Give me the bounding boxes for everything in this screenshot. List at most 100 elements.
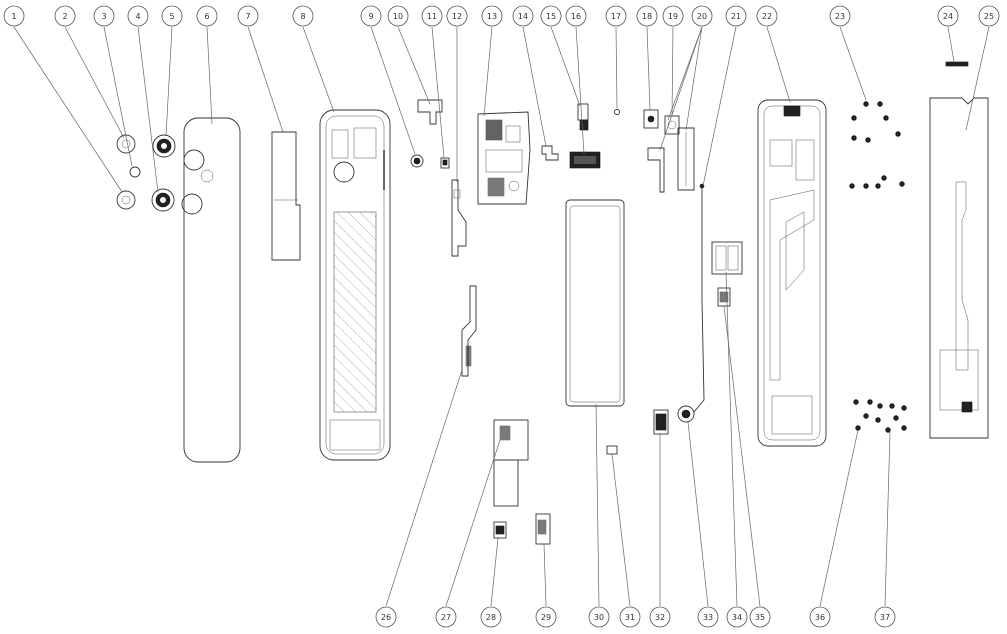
callout-circle xyxy=(749,606,771,628)
callout-circle xyxy=(512,5,534,27)
vibration-component-part xyxy=(643,109,659,129)
callout-24: 24 xyxy=(937,5,959,27)
callout-number: 32 xyxy=(655,613,665,622)
callout-number: 26 xyxy=(381,613,391,622)
callout-circle xyxy=(619,606,641,628)
callout-number: 4 xyxy=(135,12,140,21)
callout-circle xyxy=(565,5,587,27)
callout-number: 28 xyxy=(486,613,496,622)
callout-21: 21 xyxy=(725,5,747,27)
parts-layer xyxy=(116,61,989,545)
callout-15: 15 xyxy=(540,5,562,27)
bracket-part xyxy=(417,99,443,125)
motor-part xyxy=(677,405,695,423)
callout-circle xyxy=(605,5,627,27)
inner-frame-part xyxy=(757,99,827,447)
callout-number: 19 xyxy=(668,12,678,21)
leader-lines xyxy=(13,26,990,607)
callout-number: 10 xyxy=(393,12,403,21)
callout-11: 11 xyxy=(421,5,443,27)
callout-13: 13 xyxy=(481,5,503,27)
callout-circle xyxy=(3,5,25,27)
callout-number: 1 xyxy=(11,12,16,21)
callout-circle xyxy=(161,5,183,27)
callout-circle xyxy=(421,5,443,27)
callout-3: 3 xyxy=(93,5,115,27)
callout-8: 8 xyxy=(292,5,314,27)
screws-bottom-part xyxy=(853,399,907,433)
callout-circle xyxy=(697,606,719,628)
callout-23: 23 xyxy=(829,5,851,27)
callout-22: 22 xyxy=(756,5,778,27)
speaker-module-part xyxy=(569,151,601,169)
callout-number: 18 xyxy=(642,12,652,21)
flex-cable-part xyxy=(647,127,695,193)
callout-number: 24 xyxy=(943,12,953,21)
callout-circle xyxy=(237,5,259,27)
callout-31: 31 xyxy=(619,606,641,628)
battery-part xyxy=(565,199,625,407)
callout-circle xyxy=(725,5,747,27)
callout-28: 28 xyxy=(480,606,502,628)
sim-tray-part xyxy=(711,241,743,275)
callout-20: 20 xyxy=(691,5,713,27)
callout-number: 20 xyxy=(697,12,707,21)
callout-16: 16 xyxy=(565,5,587,27)
callout-6: 6 xyxy=(196,5,218,27)
callout-number: 35 xyxy=(755,613,765,622)
small-component-part xyxy=(577,103,589,131)
callout-circle xyxy=(535,606,557,628)
callout-7: 7 xyxy=(237,5,259,27)
callout-10: 10 xyxy=(387,5,409,27)
callout-number: 21 xyxy=(731,12,741,21)
callout-circle xyxy=(874,606,896,628)
callout-circle xyxy=(360,5,382,27)
callout-circle xyxy=(196,5,218,27)
callout-number: 33 xyxy=(703,613,713,622)
callout-circle xyxy=(636,5,658,27)
callout-number: 30 xyxy=(594,613,604,622)
callout-number: 13 xyxy=(487,12,497,21)
callout-34: 34 xyxy=(726,606,748,628)
callout-circle xyxy=(446,5,468,27)
callout-9: 9 xyxy=(360,5,382,27)
callout-36: 36 xyxy=(809,606,831,628)
earpiece-part xyxy=(664,115,680,135)
callout-30: 30 xyxy=(588,606,610,628)
sim-reader-part xyxy=(653,409,669,435)
callout-circle xyxy=(540,5,562,27)
usb-connector-part xyxy=(493,521,507,539)
antenna-cable-part xyxy=(693,183,705,413)
callout-circle xyxy=(809,606,831,628)
middle-frame-part xyxy=(319,109,391,461)
callout-5: 5 xyxy=(161,5,183,27)
callout-circle xyxy=(649,606,671,628)
callout-circle xyxy=(481,5,503,27)
callout-25: 25 xyxy=(978,5,1000,27)
callout-number: 37 xyxy=(880,613,890,622)
camera-decoration-part xyxy=(151,134,176,212)
tray-holder-part xyxy=(717,287,731,307)
callout-number: 27 xyxy=(441,613,451,622)
clip-part xyxy=(606,445,618,455)
callout-circle xyxy=(435,606,457,628)
callout-number: 12 xyxy=(452,12,462,21)
callout-number: 25 xyxy=(984,12,994,21)
callout-number: 2 xyxy=(62,12,67,21)
callout-number: 5 xyxy=(169,12,174,21)
callout-circle xyxy=(829,5,851,27)
callout-number: 7 xyxy=(245,12,250,21)
callout-18: 18 xyxy=(636,5,658,27)
callout-circle xyxy=(292,5,314,27)
callout-circle xyxy=(93,5,115,27)
camera-lens-part xyxy=(116,134,141,210)
callout-29: 29 xyxy=(535,606,557,628)
callout-26: 26 xyxy=(375,606,397,628)
callout-27: 27 xyxy=(435,606,457,628)
callout-14: 14 xyxy=(512,5,534,27)
callout-number: 31 xyxy=(625,613,635,622)
sensor-part xyxy=(440,157,450,169)
callout-circle xyxy=(726,606,748,628)
